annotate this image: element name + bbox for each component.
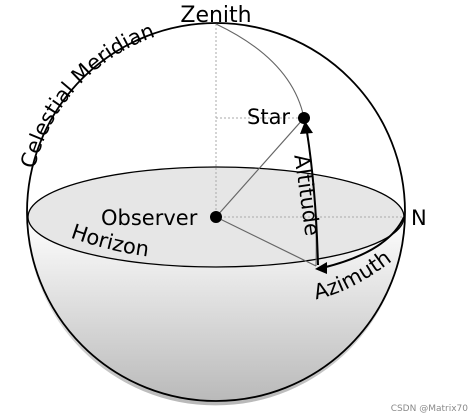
azimuth-arrowhead <box>315 262 327 274</box>
azimuth-arrow <box>321 216 405 269</box>
celestial-meridian-label: Celestial Meridian <box>16 18 157 170</box>
observer-foot-line <box>215 216 317 267</box>
star-dot <box>298 112 310 124</box>
watermark-text: CSDN @Matrix70 <box>391 404 469 414</box>
lower-hemisphere <box>27 217 404 406</box>
star-label: Star <box>247 105 290 129</box>
altitude-arrowhead <box>300 121 313 134</box>
observer-dot <box>210 211 222 223</box>
sphere-outline <box>26 22 406 402</box>
observer-star-line <box>215 117 305 218</box>
north-label: N <box>411 206 427 230</box>
zenith-label: Zenith <box>180 3 251 28</box>
observer-label: Observer <box>101 206 198 230</box>
altitude-arrow <box>306 131 319 266</box>
